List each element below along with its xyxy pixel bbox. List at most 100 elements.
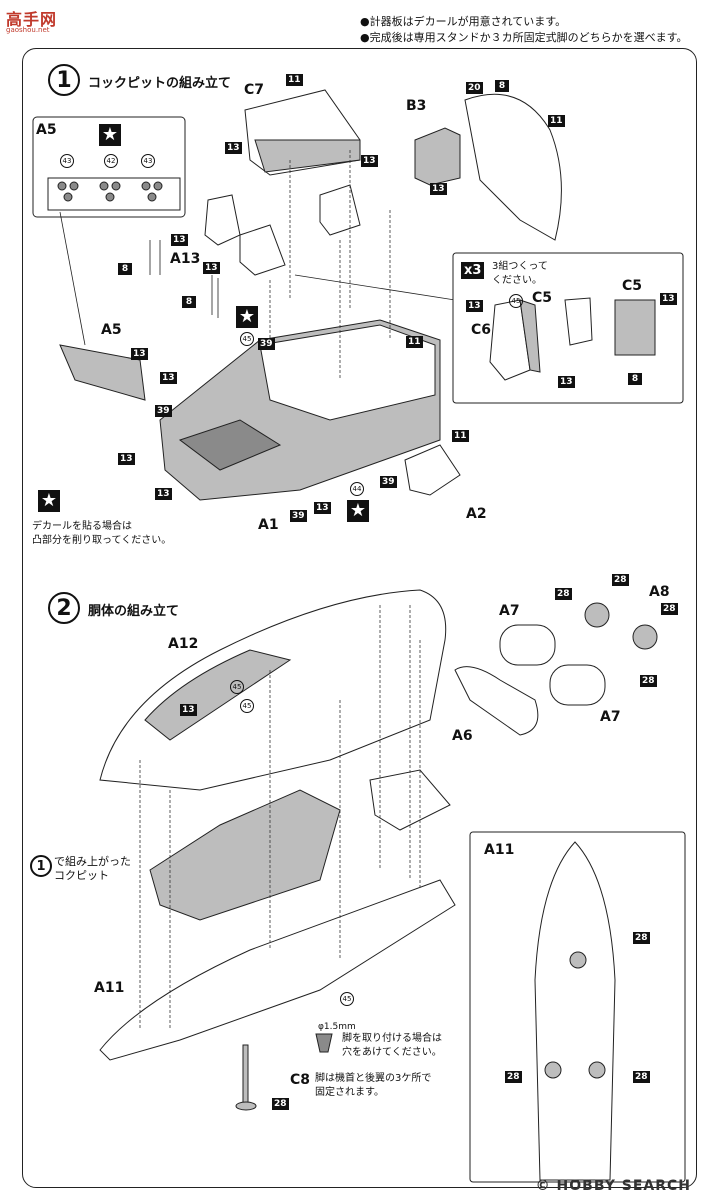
star-note-line: 凸部分を削り取ってください。 — [32, 535, 172, 546]
part-number: 11 — [406, 336, 423, 348]
star-icon: ★ — [99, 124, 121, 146]
cockpit-floor — [259, 324, 436, 421]
step-2-number: 2 — [48, 592, 80, 624]
part-number: 11 — [452, 430, 469, 442]
part-number: 20 — [466, 82, 483, 94]
decal-number: 45 — [240, 699, 254, 713]
x3-note: 3組つくって ください。 — [492, 260, 548, 288]
step-1-number: 1 — [48, 64, 80, 96]
part-number: 13 — [131, 348, 148, 360]
logo-text: 高手网 — [6, 10, 58, 29]
c5-cushion — [614, 299, 656, 356]
mount-hole — [569, 951, 587, 969]
decal-number: 45 — [340, 992, 354, 1006]
gauge-cluster — [57, 181, 163, 202]
stand-foot — [235, 1101, 257, 1111]
nozzle-ring — [584, 602, 610, 628]
note-line: ●完成後は専用スタンドか３カ所固定式脚のどちらかを選べます。 — [360, 31, 688, 44]
part-number: 11 — [286, 74, 303, 86]
label-a8: A8 — [649, 584, 670, 600]
star-icon: ★ — [38, 490, 60, 512]
tail-fin — [464, 93, 562, 241]
label-a11-topview: A11 — [484, 842, 515, 858]
a6-exhaust-plate — [454, 666, 539, 736]
cockpit-ref-number: 1 — [30, 855, 52, 877]
label-c5-b: C5 — [622, 278, 643, 294]
label-c5: C5 — [532, 290, 553, 306]
leader-line — [294, 274, 456, 301]
label-a11: A11 — [94, 980, 125, 996]
decal-number: 43 — [141, 154, 155, 168]
part-number: 13 — [361, 155, 378, 167]
part-number: 13 — [180, 704, 197, 716]
drill-size: φ1.5mm — [318, 1022, 356, 1032]
part-number: 39 — [290, 510, 307, 522]
x3-note-line: 3組つくって — [492, 261, 548, 272]
cockpit-console — [178, 419, 282, 471]
seat-small — [319, 184, 361, 236]
part-number: 13 — [160, 372, 177, 384]
star-icon: ★ — [236, 306, 258, 328]
canopy-frame — [144, 649, 292, 741]
x3-badge: x3 — [461, 262, 485, 279]
part-number: 13 — [314, 502, 331, 514]
upper-fuselage — [99, 589, 447, 791]
seat-small — [204, 194, 241, 246]
part-number: 28 — [633, 1071, 650, 1083]
part-number: 8 — [182, 296, 196, 308]
mount-hole — [544, 1061, 562, 1079]
label-a5-part: A5 — [101, 322, 122, 338]
label-a6: A6 — [452, 728, 473, 744]
logo-subtext: gaoshou.net — [6, 26, 50, 34]
instruction-frame — [22, 48, 697, 1188]
nozzle-ring — [632, 624, 658, 650]
nozzle-a7 — [549, 664, 606, 706]
label-c8: C8 — [290, 1072, 311, 1088]
part-number: 8 — [495, 80, 509, 92]
top-notes: ●計器板はデカールが用意されています。 ●完成後は専用スタンドか３カ所固定式脚の… — [360, 14, 688, 46]
stand-c8 — [242, 1044, 249, 1106]
part-number: 28 — [640, 675, 657, 687]
drill-note-line: 穴をあけてください。 — [342, 1047, 442, 1058]
star-note-line: デカールを貼る場合は — [32, 521, 132, 532]
c8-note-line: 固定されます。 — [315, 1087, 384, 1098]
a5-part — [59, 344, 146, 401]
mount-hole — [588, 1061, 606, 1079]
part-number: 13 — [225, 142, 242, 154]
part-number: 13 — [171, 234, 188, 246]
part-number: 13 — [558, 376, 575, 388]
a2-part — [404, 444, 461, 496]
part-number: 39 — [155, 405, 172, 417]
label-b3: B3 — [406, 98, 427, 114]
part-number: 13 — [155, 488, 172, 500]
decal-number: 45 — [509, 294, 523, 308]
part-number: 28 — [272, 1098, 289, 1110]
guide-lines — [269, 150, 391, 380]
a11-topview — [534, 841, 616, 1181]
label-a1: A1 — [258, 517, 279, 533]
decal-number: 45 — [230, 680, 244, 694]
part-number: 8 — [628, 373, 642, 385]
x3-note-line: ください。 — [492, 275, 542, 286]
c8-note-line: 脚は機首と後翼の3ケ所で — [315, 1073, 432, 1084]
cockpit-ref-text: で組み上がった コクピット — [54, 855, 131, 883]
c7-seat-base — [254, 139, 361, 173]
cockpit-ref-line: で組み上がった — [54, 855, 131, 868]
part-number: 11 — [548, 115, 565, 127]
label-a7-b: A7 — [600, 709, 621, 725]
part-number: 13 — [203, 262, 220, 274]
step-2-title: 胴体の組み立て — [88, 604, 180, 619]
b3-part — [414, 127, 461, 186]
lower-fuselage — [99, 879, 456, 1061]
part-number: 28 — [661, 603, 678, 615]
decal-number: 44 — [350, 482, 364, 496]
label-a13: A13 — [170, 251, 201, 267]
label-c7: C7 — [244, 82, 265, 98]
part-number: 13 — [466, 300, 483, 312]
part-number: 28 — [633, 932, 650, 944]
star-icon: ★ — [347, 500, 369, 522]
part-number: 13 — [118, 453, 135, 465]
drill-note-line: 脚を取り付ける場合は — [342, 1033, 442, 1044]
part-number: 28 — [612, 574, 629, 586]
leader-line — [59, 211, 86, 346]
